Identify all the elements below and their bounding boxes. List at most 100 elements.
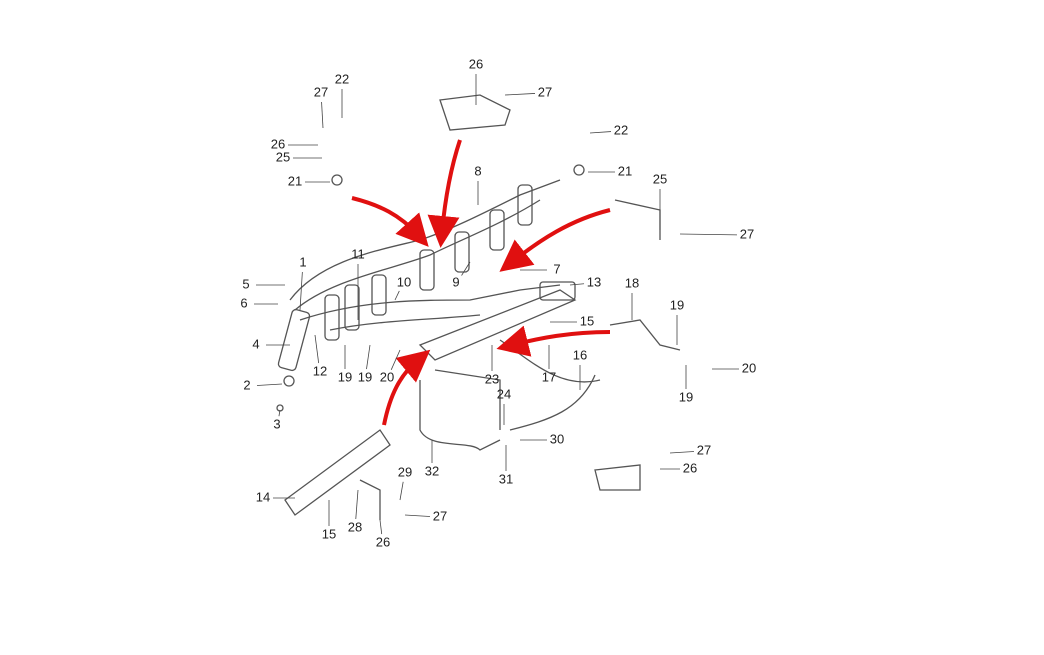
leader-line — [278, 409, 281, 417]
callout-27: 27 — [504, 84, 552, 99]
leader-line — [321, 101, 324, 129]
leader-line — [299, 271, 303, 311]
callout-31: 31 — [499, 445, 513, 486]
callout-8: 8 — [474, 163, 482, 205]
callout-number: 31 — [499, 471, 513, 486]
red-arrow — [496, 325, 611, 357]
leader-line — [679, 233, 738, 236]
callout-1: 1 — [299, 254, 307, 311]
red-arrow — [382, 349, 431, 426]
callout-number: 10 — [397, 274, 411, 289]
callout-number: 27 — [538, 84, 552, 99]
callout-number: 15 — [322, 526, 336, 541]
leader-line — [504, 93, 536, 96]
callout-number: 22 — [335, 71, 349, 86]
red-arrow — [351, 196, 429, 247]
callout-21: 21 — [288, 173, 330, 188]
leader-line — [589, 131, 612, 134]
leader-line — [366, 344, 371, 370]
callout-number: 26 — [469, 56, 483, 71]
callout-number: 4 — [252, 336, 259, 351]
callout-number: 26 — [376, 534, 390, 549]
callout-number: 15 — [580, 313, 594, 328]
parts-drawing — [276, 94, 681, 520]
callout-number: 19 — [338, 369, 352, 384]
callout-number: 16 — [573, 347, 587, 362]
leader-line — [399, 481, 404, 501]
callout-9: 9 — [452, 261, 471, 289]
callout-number: 26 — [683, 460, 697, 475]
leader-line — [569, 283, 585, 286]
callout-13: 13 — [569, 274, 601, 289]
callout-22: 22 — [335, 71, 349, 118]
red-arrows — [351, 139, 611, 426]
callout-14: 14 — [256, 489, 295, 504]
callout-number: 26 — [271, 136, 285, 151]
callout-number: 11 — [351, 246, 365, 261]
leader-line — [394, 290, 400, 301]
callout-number: 5 — [242, 276, 249, 291]
callout-number: 27 — [314, 84, 328, 99]
callout-number: 22 — [614, 122, 628, 137]
callout-28: 28 — [348, 489, 362, 534]
callout-number: 27 — [433, 508, 447, 523]
callout-25: 25 — [653, 171, 667, 230]
callout-number: 8 — [474, 163, 481, 178]
callout-number: 1 — [299, 254, 306, 269]
callout-19: 19 — [358, 344, 372, 384]
callout-number: 29 — [398, 464, 412, 479]
callout-20: 20 — [380, 349, 401, 384]
callout-number: 3 — [273, 416, 280, 431]
callout-23: 23 — [485, 345, 499, 386]
callout-number: 12 — [313, 363, 327, 378]
callout-15: 15 — [550, 313, 594, 328]
callout-number: 19 — [679, 389, 693, 404]
callout-25: 25 — [276, 149, 322, 164]
callout-number: 28 — [348, 519, 362, 534]
callout-19: 19 — [670, 297, 684, 345]
callout-number: 9 — [452, 274, 459, 289]
callout-number: 14 — [256, 489, 270, 504]
callout-number: 2 — [243, 377, 250, 392]
red-arrow — [499, 208, 611, 272]
callout-number: 21 — [618, 163, 632, 178]
callout-number: 18 — [625, 275, 639, 290]
callout-4: 4 — [252, 336, 290, 351]
callout-26: 26 — [660, 460, 697, 475]
callout-number: 6 — [240, 295, 247, 310]
callout-12: 12 — [313, 334, 327, 378]
callout-15: 15 — [322, 500, 336, 541]
callout-32: 32 — [425, 440, 439, 478]
leader-line — [379, 519, 383, 535]
callout-number: 27 — [740, 226, 754, 241]
callout-number: 30 — [550, 431, 564, 446]
callout-number: 25 — [276, 149, 290, 164]
callout-17: 17 — [542, 345, 556, 384]
callout-27: 27 — [314, 84, 328, 129]
leader-line — [669, 451, 695, 454]
callout-number: 25 — [653, 171, 667, 186]
callout-20: 20 — [712, 360, 756, 375]
leader-line — [355, 489, 359, 520]
callout-11: 11 — [351, 246, 365, 320]
callout-number: 21 — [288, 173, 302, 188]
callout-number: 27 — [697, 442, 711, 457]
callout-number: 32 — [425, 463, 439, 478]
callout-19: 19 — [338, 345, 352, 384]
callout-26: 26 — [271, 136, 318, 151]
callout-7: 7 — [520, 261, 561, 276]
leader-line — [461, 261, 471, 276]
leader-line — [314, 334, 320, 364]
callout-number: 19 — [358, 369, 372, 384]
callout-number: 23 — [485, 371, 499, 386]
callout-number: 24 — [497, 386, 511, 401]
red-arrow — [427, 139, 462, 248]
leader-line — [390, 349, 401, 370]
callout-3: 3 — [273, 409, 281, 431]
callout-6: 6 — [240, 295, 278, 310]
callout-27: 27 — [669, 442, 711, 457]
callout-16: 16 — [573, 347, 587, 390]
callout-26: 26 — [469, 56, 483, 105]
